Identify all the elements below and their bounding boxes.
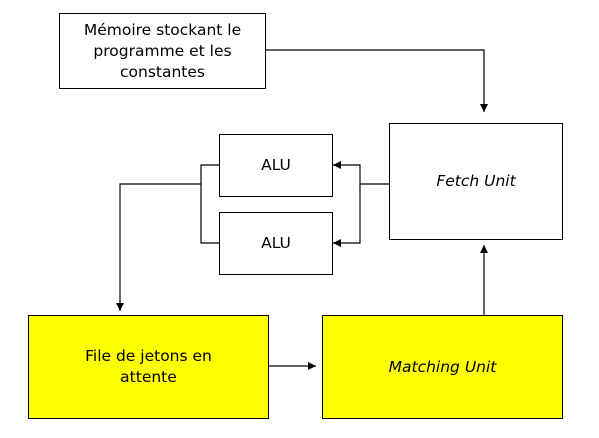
token-queue-label: File de jetons en attente bbox=[85, 347, 212, 386]
matching-unit-box: Matching Unit bbox=[322, 315, 563, 419]
alu-top-box: ALU bbox=[219, 134, 333, 197]
edge-alu-to-token-queue bbox=[116, 183, 201, 311]
alu-bottom-box: ALU bbox=[219, 212, 333, 275]
token-queue-box: File de jetons en attente bbox=[28, 315, 269, 419]
alu-top-label: ALU bbox=[261, 156, 291, 174]
fetch-unit-label: Fetch Unit bbox=[436, 172, 516, 190]
alu-bottom-label: ALU bbox=[261, 234, 291, 252]
fetch-unit-box: Fetch Unit bbox=[389, 123, 563, 240]
edge-alu-top-out bbox=[200, 164, 219, 244]
matching-unit-label: Matching Unit bbox=[388, 357, 497, 376]
memory-box: Mémoire stockant le programme et les con… bbox=[59, 13, 266, 89]
edge-fetch-to-alu-top bbox=[333, 161, 389, 185]
edge-memory-to-fetch bbox=[265, 49, 488, 112]
memory-label: Mémoire stockant le programme et les con… bbox=[83, 20, 242, 81]
edge-fetch-to-alu-bottom bbox=[333, 184, 361, 247]
